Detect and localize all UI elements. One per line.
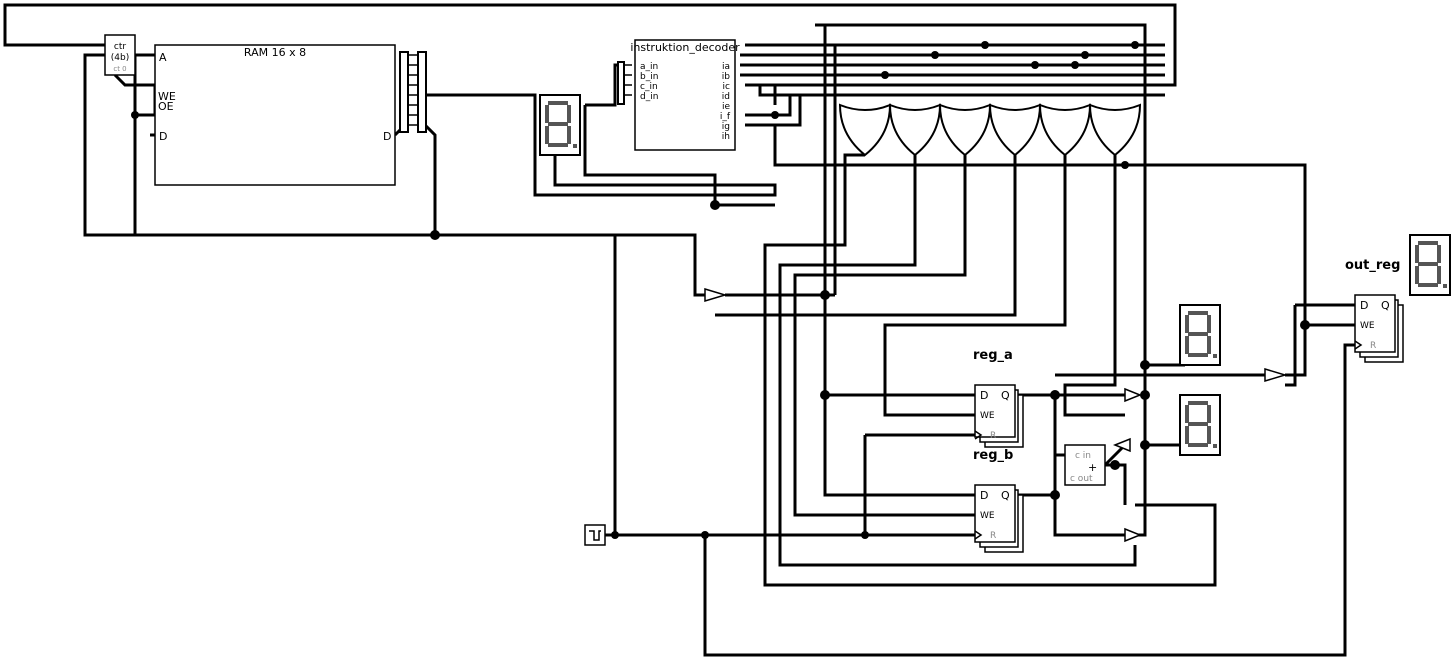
tristate-buffer-icon bbox=[1124, 387, 1143, 403]
decoder-output-ia: ia bbox=[722, 62, 730, 72]
junctions bbox=[131, 41, 1310, 539]
reg-a-label: reg_a bbox=[973, 348, 1013, 363]
seven-segment-display-icon bbox=[1179, 304, 1221, 366]
tristate-buffer-icon bbox=[704, 287, 728, 303]
seven-segment-display-icon bbox=[1409, 234, 1451, 296]
decoder-splitter bbox=[617, 61, 625, 105]
reg-a-q: Q bbox=[1001, 389, 1010, 402]
ram-port-d: D bbox=[159, 130, 167, 143]
reg-b[interactable]: reg_b D Q WE R bbox=[973, 448, 1024, 553]
decoder-output-ib: ib bbox=[722, 72, 731, 82]
reg-b-we: WE bbox=[980, 511, 995, 521]
out-reg-we: WE bbox=[1360, 321, 1375, 331]
ram-port-oe: OE bbox=[158, 100, 174, 113]
or-gate-icon bbox=[988, 103, 1042, 157]
out-reg-r: R bbox=[1370, 341, 1376, 351]
decoder-input-b: b_in bbox=[640, 72, 658, 82]
reg-b-d: D bbox=[980, 489, 988, 502]
counter[interactable]: ctr (4b) ct 0 bbox=[104, 34, 136, 76]
decoder-input-c: c_in bbox=[640, 82, 658, 92]
decoder-input-a: a_in bbox=[640, 62, 658, 72]
adder-cout: c out bbox=[1070, 474, 1093, 484]
decoder-output-ic: ic bbox=[723, 82, 731, 92]
decoder-input-d: d_in bbox=[640, 92, 658, 102]
tristate-buffer-icon bbox=[1264, 367, 1288, 383]
or-gate-icon bbox=[838, 103, 892, 157]
seven-segment-display-icon bbox=[1179, 394, 1221, 456]
decoder-output-ie: ie bbox=[722, 102, 731, 112]
reg-a-r: R bbox=[990, 431, 996, 441]
counter-label: ctr bbox=[114, 42, 126, 52]
or-gate-icon bbox=[888, 103, 942, 157]
reg-b-q: Q bbox=[1001, 489, 1010, 502]
out-reg-q: Q bbox=[1381, 299, 1390, 312]
data-splitter bbox=[399, 51, 427, 133]
counter-carry: ct 0 bbox=[113, 65, 126, 73]
reg-b-label: reg_b bbox=[973, 448, 1013, 463]
decoder-output-ig: ig bbox=[722, 122, 730, 132]
seven-segment-display-icon bbox=[539, 94, 581, 156]
decoder-output-id: id bbox=[722, 92, 730, 102]
ram-port-dout: D bbox=[383, 130, 391, 143]
ram-title: RAM 16 x 8 bbox=[244, 46, 306, 59]
decoder-output-if: i_f bbox=[720, 112, 731, 122]
thin-wires bbox=[400, 54, 632, 126]
clock-icon[interactable] bbox=[584, 524, 606, 546]
out-reg-label: out_reg bbox=[1345, 258, 1400, 273]
counter-width: (4b) bbox=[111, 53, 129, 63]
ram-port-a: A bbox=[159, 51, 167, 64]
clock-triangles bbox=[974, 340, 1363, 540]
tristate-buffer-icon bbox=[1112, 437, 1131, 453]
or-gates bbox=[838, 103, 1142, 157]
ram[interactable]: RAM 16 x 8 A WE OE D D bbox=[154, 44, 396, 186]
reg-a-we: WE bbox=[980, 411, 995, 421]
or-gate-icon bbox=[1038, 103, 1092, 157]
or-gate-icon bbox=[1088, 103, 1142, 157]
tristate-buffers bbox=[704, 287, 1288, 543]
adder-symbol: + bbox=[1088, 461, 1097, 474]
wires bbox=[3, 3, 1355, 657]
decoder-output-ih: ih bbox=[722, 132, 730, 142]
ram-port-we: WE bbox=[158, 90, 176, 103]
decoder-title: instruktion_decoder bbox=[630, 41, 740, 54]
out-reg-d: D bbox=[1360, 299, 1368, 312]
tristate-buffer-icon bbox=[1124, 527, 1143, 543]
out-reg[interactable]: out_reg D Q WE R bbox=[1345, 258, 1404, 363]
instruction-decoder[interactable]: instruktion_decoder a_in b_in c_in d_in … bbox=[630, 39, 740, 151]
reg-b-r: R bbox=[990, 531, 996, 541]
adder-cin: c in bbox=[1075, 451, 1091, 461]
reg-a[interactable]: reg_a D Q WE R bbox=[973, 348, 1024, 448]
adder[interactable]: c in + c out bbox=[1064, 444, 1106, 486]
or-gate-icon bbox=[938, 103, 992, 157]
reg-a-d: D bbox=[980, 389, 988, 402]
